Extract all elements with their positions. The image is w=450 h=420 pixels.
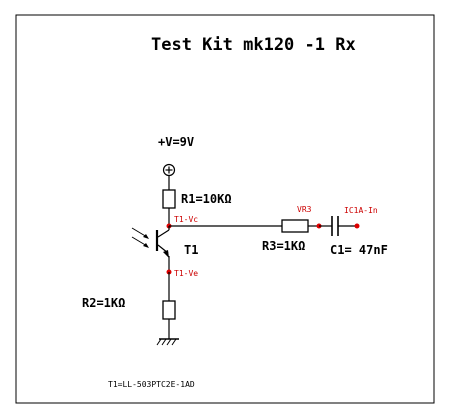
schematic-title: Test Kit mk120 -1 Rx [151, 35, 356, 55]
net-label-ic1a-in: IC1A-In [344, 206, 378, 215]
r3-label: R3=1KΩ [262, 239, 305, 253]
supply-label: +V=9V [158, 135, 194, 149]
r2-label: R2=1KΩ [82, 296, 125, 310]
c1-label: C1= 47nF [330, 243, 388, 257]
light-arrows-icon [131, 227, 149, 248]
net-label-t1-vc: T1-Vc [174, 215, 198, 224]
phototransistor-t1 [155, 226, 170, 272]
net-label-t1-ve: T1-Ve [174, 269, 198, 278]
resistor-r2 [162, 300, 176, 320]
r1-label: R1=10KΩ [181, 192, 232, 206]
capacitor-c1 [331, 216, 339, 236]
net-label-vr3: VR3 [297, 205, 312, 214]
sheet-border [15, 14, 435, 404]
t1-label: T1 [184, 243, 198, 257]
footnote-part-number: T1=LL-503PTC2E-1AD [108, 380, 195, 389]
node-ic1a-in [354, 223, 360, 229]
resistor-r1 [162, 189, 176, 209]
resistor-r3 [281, 219, 309, 233]
supply-terminal-icon [162, 163, 176, 177]
ground-icon [156, 338, 179, 346]
